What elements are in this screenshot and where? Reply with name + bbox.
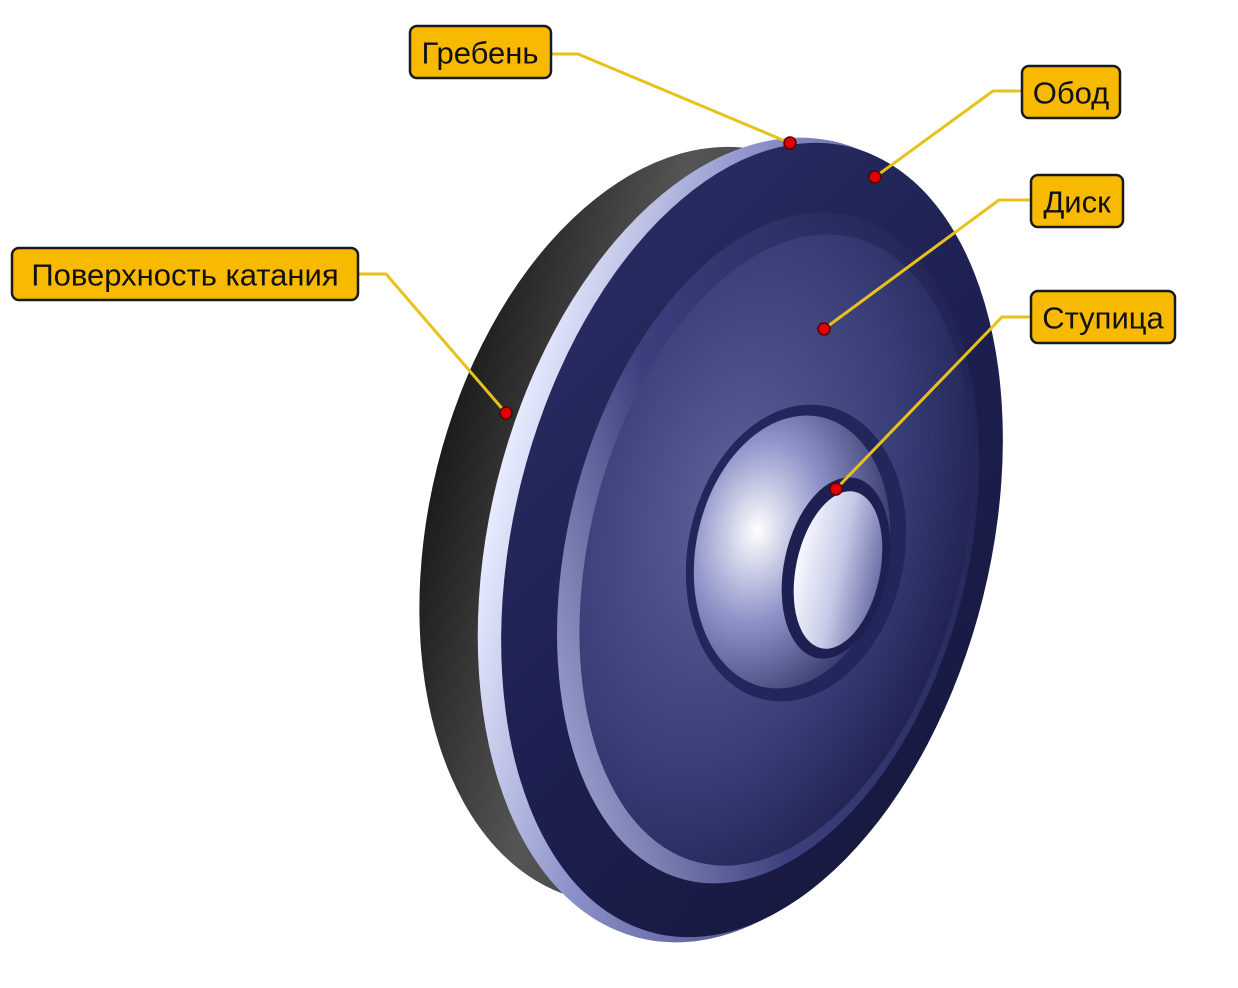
wheel-illustration xyxy=(419,137,1003,943)
leader-hub xyxy=(834,315,1031,491)
leader-disc xyxy=(823,198,1031,331)
marker-rim xyxy=(868,170,882,184)
marker-disc xyxy=(817,322,831,336)
marker-flange xyxy=(783,136,797,150)
label-rim-text: Обод xyxy=(1033,76,1110,111)
leader-flange xyxy=(551,52,791,145)
marker-tread xyxy=(499,406,513,420)
label-tread-text: Поверхность катания xyxy=(31,258,338,293)
label-disc: Диск xyxy=(1029,173,1125,229)
leader-tread xyxy=(358,272,508,414)
marker-hub xyxy=(829,482,843,496)
leader-rim xyxy=(874,89,1022,179)
leader-lines xyxy=(358,52,1031,491)
label-hub: Ступица xyxy=(1029,289,1177,345)
label-disc-text: Диск xyxy=(1043,185,1111,220)
label-tread: Поверхность катания xyxy=(10,246,360,302)
label-flange-text: Гребень xyxy=(421,36,538,71)
label-hub-text: Ступица xyxy=(1042,301,1164,336)
label-flange: Гребень xyxy=(408,24,553,80)
hub-bore xyxy=(793,491,883,649)
label-rim: Обод xyxy=(1020,64,1122,120)
marker-points xyxy=(499,136,882,496)
